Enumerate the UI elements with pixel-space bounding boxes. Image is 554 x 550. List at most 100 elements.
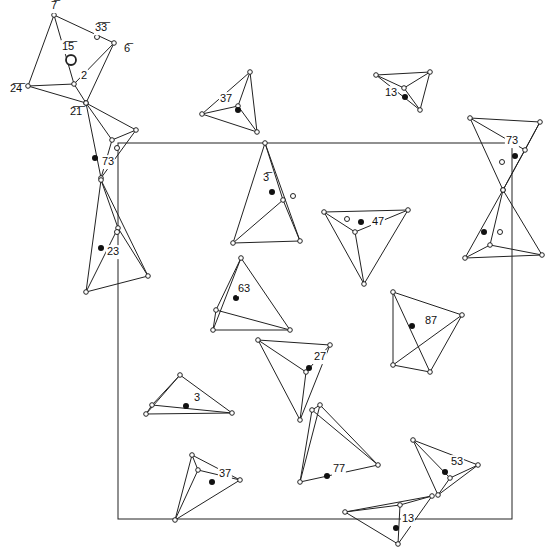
tetrahedron: [468, 116, 543, 193]
tetrahedron-edge: [300, 405, 320, 482]
height-label: 37: [218, 467, 232, 481]
oxygen-atom: [402, 86, 407, 91]
oxygen-atom: [362, 282, 367, 287]
tetrahedron: [411, 438, 481, 498]
tetrahedron-edge: [101, 180, 118, 228]
oxygen-atom: [476, 463, 481, 468]
tetrahedron-edge: [345, 505, 400, 512]
oxygen-atom: [255, 130, 260, 135]
tetrahedron-edge: [345, 512, 398, 544]
tetrahedron-edge: [438, 465, 478, 495]
height-label: 2̅1̅: [69, 105, 83, 119]
tetrahedron-edge: [490, 190, 503, 245]
tetrahedron-edge: [470, 118, 503, 190]
tetrahedron-edge: [86, 103, 136, 130]
tetrahedron-edge: [265, 143, 300, 241]
oxygen-atom: [418, 108, 423, 113]
tetrahedron-edge: [324, 212, 364, 284]
height-label: 1̅5̅: [61, 40, 75, 54]
central-atom: [306, 365, 312, 371]
tetrahedron-edge: [324, 212, 355, 232]
tetrahedron-edge: [525, 122, 540, 150]
tetrahedron: [211, 256, 293, 333]
tetrahedron-edge: [54, 15, 114, 43]
tetrahedron-edge: [438, 478, 450, 495]
oxygen-atom: [239, 256, 244, 261]
tetrahedron-edge: [490, 245, 542, 255]
tetrahedron-edge: [192, 455, 240, 480]
tetrahedron-edge: [283, 200, 300, 241]
tetrahedron-edge: [101, 130, 136, 178]
tetrahedron-edge: [258, 340, 300, 420]
tetrahedron: [231, 141, 303, 246]
tetrahedron-edge: [465, 190, 503, 258]
oxygen-atom: [26, 84, 31, 89]
tetrahedron-edge: [306, 345, 330, 372]
tetrahedron-edge: [250, 72, 257, 132]
tetrahedron-edge: [393, 315, 462, 365]
atom-site: [500, 160, 505, 165]
tetrahedron-edge: [202, 72, 250, 114]
tetrahedron: [84, 101, 139, 181]
tetrahedron-edge: [233, 200, 283, 243]
tetrahedron-edge: [393, 365, 430, 372]
height-label: 13: [384, 86, 398, 100]
oxygen-atom: [230, 411, 235, 416]
tetrahedron-edge: [465, 255, 542, 258]
tetrahedron-edge: [503, 122, 540, 190]
tetrahedron-edge: [470, 118, 540, 122]
tetrahedron-edge: [413, 440, 450, 478]
oxygen-atom: [248, 70, 253, 75]
tetrahedron: [84, 178, 151, 295]
atom-site: [291, 194, 296, 199]
tetrahedron-edge: [355, 210, 408, 232]
height-label: 7̅: [50, 0, 58, 13]
oxygen-atom: [353, 230, 358, 235]
height-label: 3̅: [262, 171, 270, 185]
central-atom: [233, 295, 239, 301]
tetrahedron-edge: [180, 375, 232, 413]
oxygen-atom: [411, 438, 416, 443]
oxygen-atom: [263, 141, 268, 146]
oxygen-atom: [428, 370, 433, 375]
tetrahedron-edge: [213, 310, 216, 330]
tetrahedron-edge: [213, 330, 290, 331]
tetrahedron-edge: [404, 72, 430, 88]
oxygen-atom: [448, 476, 453, 481]
tetrahedron-edge: [393, 292, 430, 372]
tetrahedron-edge: [28, 84, 74, 86]
central-atom: [183, 403, 189, 409]
central-atom: [358, 219, 364, 225]
oxygen-atom: [110, 138, 115, 143]
oxygen-atom: [190, 453, 195, 458]
oxygen-atom: [501, 188, 506, 193]
oxygen-atom: [298, 239, 303, 244]
height-label: 73: [505, 134, 519, 148]
oxygen-atom: [376, 463, 381, 468]
tetrahedron-edge: [152, 375, 180, 405]
tetrahedron-edge: [86, 276, 148, 292]
oxygen-atom: [214, 308, 219, 313]
tetrahedron-edge: [175, 470, 198, 520]
oxygen-atom: [99, 178, 104, 183]
tetrahedron-edge: [74, 43, 114, 84]
oxygen-atom: [523, 148, 528, 153]
atom-site: [345, 217, 350, 222]
oxygen-atom: [173, 518, 178, 523]
tetrahedron-edge: [376, 75, 420, 110]
tetrahedron: [200, 70, 260, 135]
oxygen-atom: [406, 208, 411, 213]
tetrahedron-edge: [376, 72, 430, 75]
height-label: 87: [424, 314, 438, 328]
oxygen-atom: [398, 503, 403, 508]
height-label: 63: [237, 282, 251, 296]
tetrahedron-edge: [146, 413, 232, 414]
oxygen-atom: [84, 101, 89, 106]
height-label: 3̅3̅: [94, 21, 108, 35]
height-label: 3: [193, 391, 201, 405]
oxygen-atom: [391, 290, 396, 295]
oxygen-atom: [391, 363, 396, 368]
tetrahedron-edge: [300, 345, 330, 420]
tetrahedron: [26, 13, 117, 106]
height-label: 2̅4̅: [9, 82, 23, 96]
